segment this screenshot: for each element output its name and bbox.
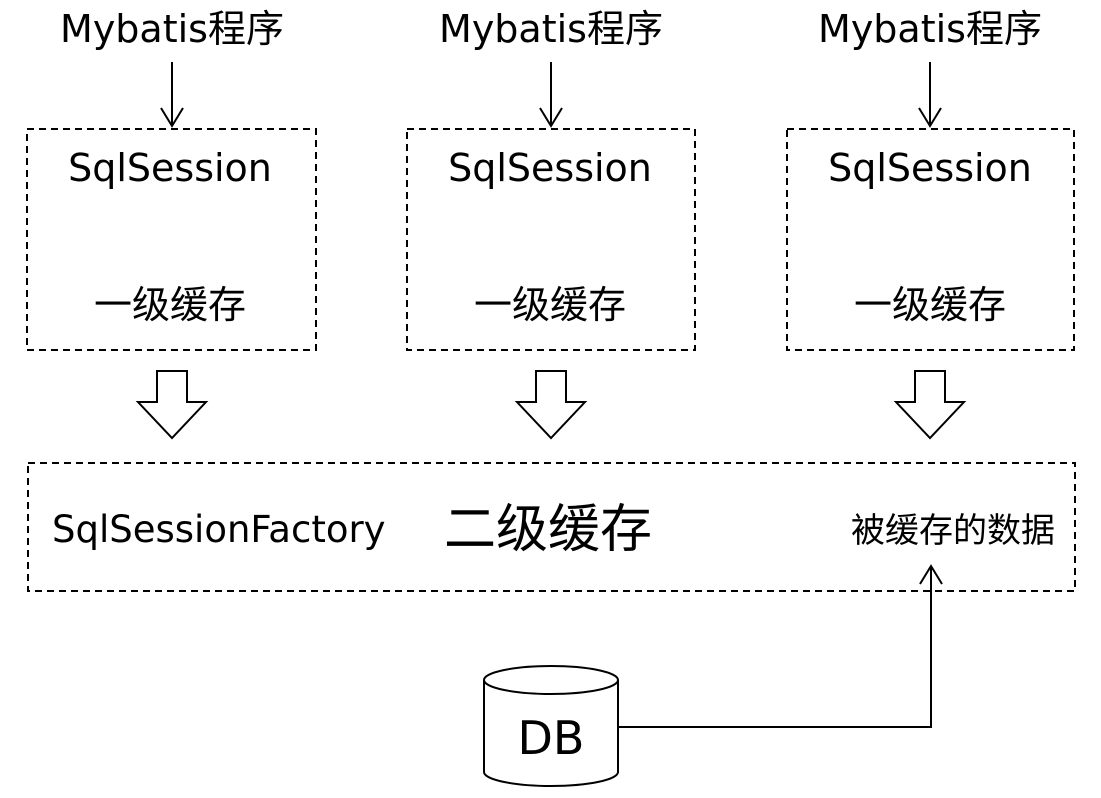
hollow-down-arrow [893, 370, 967, 440]
db-to-cache-connector [618, 566, 932, 728]
second-level-cache-label: 二级缓存 [444, 500, 652, 560]
db-connector-arrowhead [919, 564, 943, 585]
first-level-cache-label: 一级缓存 [474, 283, 626, 327]
first-level-cache-label: 一级缓存 [854, 283, 1006, 327]
hollow-down-arrow [514, 370, 588, 440]
sqlsession-label: SqlSession [448, 146, 652, 190]
db-cylinder-top-rim [483, 679, 619, 695]
program-label: Mybatis程序 [818, 7, 1042, 51]
call-arrowhead [160, 107, 184, 128]
program-label: Mybatis程序 [60, 7, 284, 51]
sqlsessionfactory-box-group: SqlSessionFactory 二级缓存 被缓存的数据 [27, 462, 1076, 592]
call-arrowhead [539, 107, 563, 128]
program-column-3: Mybatis程序 SqlSession 一级缓存 [786, 7, 1075, 440]
sqlsessionfactory-label: SqlSessionFactory [52, 508, 386, 551]
call-arrowhead [918, 107, 942, 128]
program-column-1: Mybatis程序 SqlSession 一级缓存 [26, 7, 317, 440]
db-cylinder [483, 665, 619, 787]
sqlsession-box [26, 128, 317, 351]
first-level-cache-label: 一级缓存 [94, 283, 246, 327]
hollow-down-arrow [135, 370, 209, 440]
db-label: DB [518, 711, 585, 765]
sqlsessionfactory-box [27, 462, 1076, 592]
cached-data-label: 被缓存的数据 [851, 511, 1055, 551]
sqlsession-box [786, 128, 1075, 351]
program-column-2: Mybatis程序 SqlSession 一级缓存 [406, 7, 696, 440]
sqlsession-label: SqlSession [68, 146, 272, 190]
sqlsession-label: SqlSession [828, 146, 1032, 190]
program-label: Mybatis程序 [439, 7, 663, 51]
sqlsession-box [406, 128, 696, 351]
database-group: DB [483, 564, 943, 787]
